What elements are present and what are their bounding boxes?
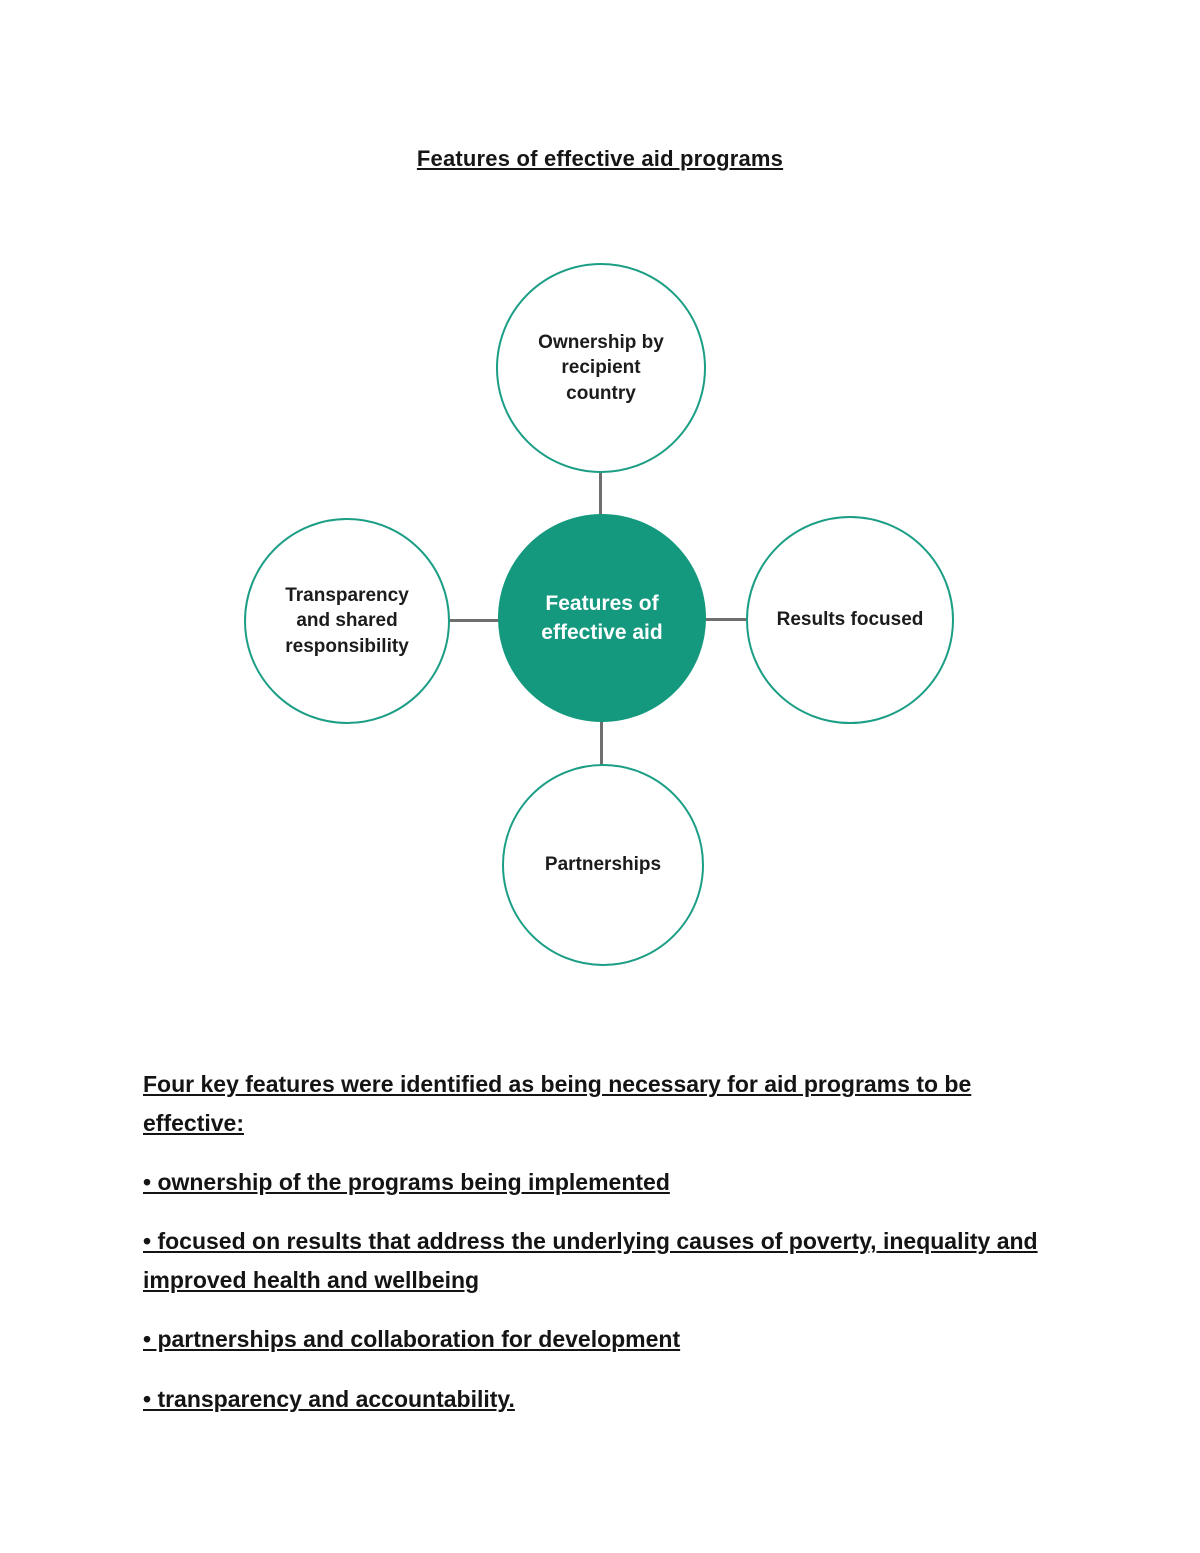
connector-bottom: [600, 721, 603, 766]
connector-right: [703, 618, 747, 621]
diagram-node-label: Partnerships: [544, 854, 662, 876]
diagram-node-label: Transparency and shared responsibility: [285, 584, 409, 657]
bullet-item-ownership: • ownership of the programs being implem…: [143, 1169, 670, 1196]
diagram-node-partnerships: Partnerships: [502, 764, 704, 966]
diagram-node-label: Results focused: [776, 609, 924, 631]
page-title: Features of effective aid programs: [416, 146, 784, 171]
diagram-node-results: Results focused: [746, 516, 954, 724]
bullet-item-partnerships: • partnerships and collaboration for dev…: [143, 1326, 681, 1353]
diagram-node-ownership: Ownership by recipient country: [496, 263, 706, 473]
diagram-center-label: Features of effective aid: [541, 591, 663, 644]
diagram-node-transparency: Transparency and shared responsibility: [244, 518, 450, 724]
bullet-item-results: • focused on results that address the un…: [143, 1228, 1038, 1294]
connector-top: [599, 472, 602, 516]
body-text-section: Four key features were identified as bei…: [143, 1065, 1058, 1419]
diagram-node-label: Ownership by recipient country: [538, 331, 664, 404]
bullet-item-transparency: • transparency and accountability.: [143, 1385, 515, 1412]
diagram-center-node: Features of effective aid: [498, 514, 706, 722]
connector-left: [449, 619, 499, 622]
intro-paragraph: Four key features were identified as bei…: [143, 1071, 972, 1137]
